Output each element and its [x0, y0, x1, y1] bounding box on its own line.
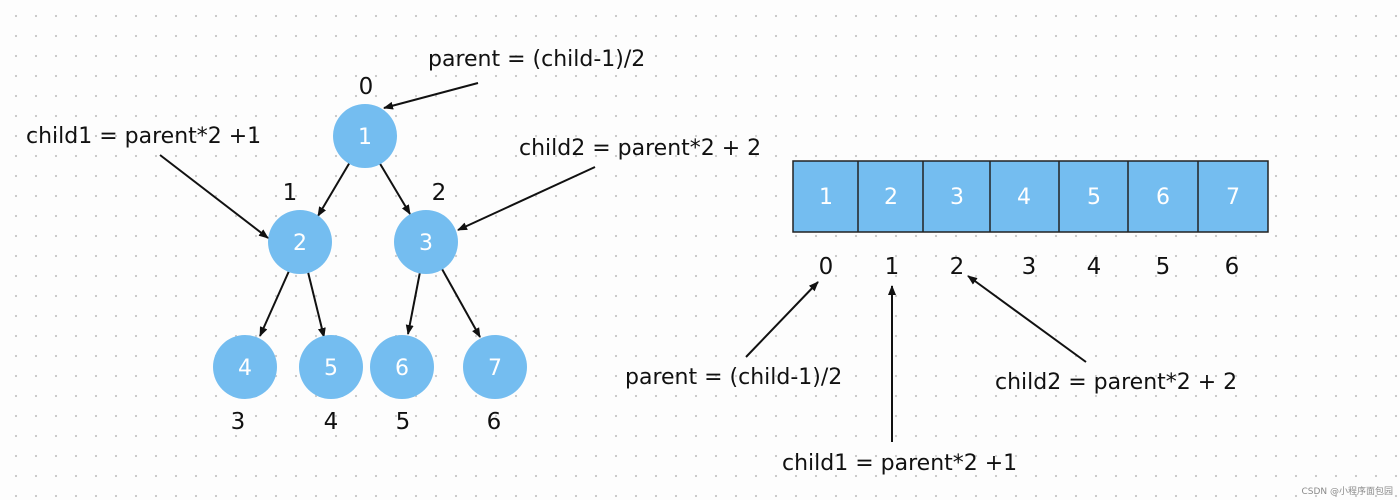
- tree-node-index: 3: [231, 409, 246, 435]
- tree-node-index: 5: [396, 409, 411, 435]
- watermark: CSDN @小程序面包园: [1301, 485, 1393, 497]
- tree-edges: [259, 161, 481, 338]
- array-index: 5: [1156, 254, 1171, 280]
- tree-node-index: 4: [324, 409, 339, 435]
- array-parent-arrow: [745, 281, 819, 358]
- tree-node: 5: [299, 335, 363, 399]
- array-cell-value: 7: [1226, 185, 1240, 210]
- tree-node: 2: [268, 210, 332, 274]
- array-child1-formula: child1 = parent*2 +1: [782, 451, 1017, 476]
- array-parent-formula: parent = (child-1)/2: [625, 365, 842, 390]
- tree-parent-formula: parent = (child-1)/2: [428, 47, 645, 72]
- tree-parent-arrow: [383, 82, 479, 110]
- tree-child2-formula: child2 = parent*2 + 2: [519, 136, 761, 161]
- tree-node: 6: [370, 335, 434, 399]
- array-index: 1: [885, 254, 900, 280]
- tree-edge-2-5: [405, 271, 421, 335]
- array-index: 2: [950, 254, 965, 280]
- array-index: 6: [1225, 254, 1240, 280]
- tree-node-value: 5: [324, 356, 338, 381]
- tree-node-value: 3: [419, 231, 433, 256]
- array-cells: 1 2 3 4 5 6 7: [792, 160, 1269, 233]
- tree-edge-1-4: [307, 271, 326, 338]
- array-cell-value: 5: [1087, 185, 1101, 210]
- tree-node-index: 2: [432, 180, 447, 206]
- tree-node-value: 6: [395, 356, 409, 381]
- tree-node-value: 2: [293, 231, 307, 256]
- tree-node: 7: [463, 335, 527, 399]
- tree-node-value: 4: [238, 356, 252, 381]
- tree-node: 1: [333, 104, 397, 168]
- tree-edge-0-1: [317, 161, 351, 217]
- tree-nodes: 1 2 3 4 5 6 7: [213, 104, 527, 399]
- array-index: 0: [819, 254, 834, 280]
- tree-edge-2-6: [441, 268, 481, 338]
- array-cell-value: 2: [884, 185, 898, 210]
- array-cell-value: 4: [1017, 185, 1031, 210]
- tree-child2-arrow: [457, 166, 596, 231]
- array-cell-value: 1: [819, 185, 833, 210]
- tree-node-index: 0: [359, 74, 374, 100]
- array-index: 4: [1087, 254, 1102, 280]
- tree-edge-0-2: [378, 161, 411, 215]
- array-indices: 0 1 2 3 4 5 6: [819, 254, 1240, 280]
- array-child2-formula: child2 = parent*2 + 2: [995, 370, 1237, 395]
- tree-node: 4: [213, 335, 277, 399]
- array-cell-value: 3: [950, 185, 964, 210]
- tree-node-index: 6: [487, 409, 502, 435]
- tree-node-value: 1: [358, 125, 372, 150]
- tree-node: 3: [394, 210, 458, 274]
- tree-child1-arrow: [159, 154, 269, 239]
- tree-node-index: 1: [283, 180, 298, 206]
- tree-node-value: 7: [488, 356, 502, 381]
- array-child2-arrow: [967, 275, 1087, 363]
- tree-child1-formula: child1 = parent*2 +1: [26, 124, 261, 149]
- array-index: 3: [1022, 254, 1037, 280]
- tree-edge-1-3: [259, 270, 290, 337]
- tree-index-labels: 0 1 2 3 4 5 6: [231, 74, 502, 435]
- array-cell-value: 6: [1156, 185, 1170, 210]
